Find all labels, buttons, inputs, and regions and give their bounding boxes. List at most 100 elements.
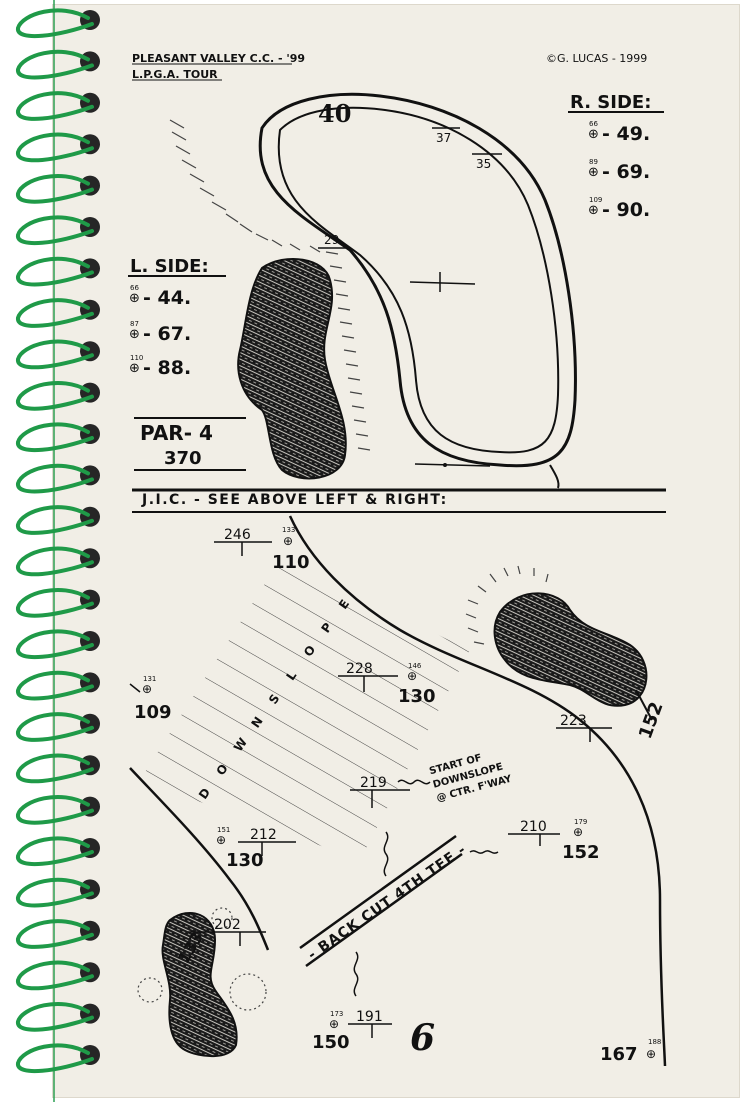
- binding-coil: [16, 215, 94, 246]
- binding-coil: [16, 505, 94, 535]
- yardage-130b: 130: [226, 850, 264, 871]
- sprinkler-icon: ⊕: [129, 291, 140, 306]
- tour-name: L.P.G.A. TOUR: [132, 68, 218, 81]
- svg-text:188: 188: [648, 1038, 661, 1046]
- svg-text:- 90.: - 90.: [602, 199, 650, 221]
- green-mark-29: 29: [324, 233, 339, 247]
- svg-text:87: 87: [130, 320, 139, 328]
- yardage-210: 210: [520, 819, 547, 835]
- sprinkler-icon: ⊕: [588, 127, 599, 142]
- right-side-title: R. SIDE:: [570, 92, 651, 113]
- downslope-area: [140, 560, 470, 860]
- svg-text:151: 151: [217, 826, 230, 834]
- par-label: PAR- 4: [140, 421, 213, 445]
- fairway-left-edge: [129, 767, 270, 951]
- binding-coil: [16, 588, 94, 618]
- jic-note: J.I.C. - SEE ABOVE LEFT & RIGHT:: [141, 492, 448, 508]
- binding-coil: [16, 132, 94, 163]
- binding-coil: [16, 339, 94, 370]
- yardage-109: 109: [134, 702, 172, 723]
- yardage-219: 219: [360, 775, 387, 791]
- sprinkler-icon: ⊕: [329, 1017, 339, 1031]
- green: [258, 92, 577, 489]
- svg-text:146: 146: [408, 662, 422, 670]
- sprinkler-icon: ⊕: [588, 165, 599, 180]
- binding-coil: [16, 795, 94, 825]
- green-mark-37: 37: [436, 131, 451, 145]
- binding-coil: [16, 174, 94, 204]
- sprinkler-icon: ⊕: [573, 825, 583, 839]
- sprinkler-icon: ⊕: [142, 682, 152, 696]
- sprinkler-icon: ⊕: [129, 361, 140, 376]
- binding-coil: [16, 712, 94, 742]
- green-depth: 40: [318, 99, 351, 128]
- sprinkler-icon: ⊕: [407, 669, 417, 683]
- yardage-191: 191: [356, 1009, 383, 1025]
- yardage-212: 212: [250, 827, 277, 843]
- svg-text:133: 133: [282, 526, 295, 534]
- yardage-167: 167: [600, 1044, 638, 1065]
- binding-coil: [16, 422, 94, 453]
- svg-text:110: 110: [130, 354, 143, 362]
- sprinkler-icon: ⊕: [283, 534, 293, 548]
- left-side-title: L. SIDE:: [130, 256, 209, 277]
- course-name: PLEASANT VALLEY C.C. - '99: [132, 52, 305, 65]
- binding-coil: [16, 463, 94, 494]
- right-side-list: 66 ⊕ - 49. 89 ⊕ - 69. 109 ⊕ - 90.: [588, 120, 650, 221]
- yardage-markers: [188, 541, 612, 1038]
- binding-coil: [16, 1002, 94, 1032]
- yardage-152b: 152: [562, 842, 600, 863]
- start-of-downslope-note: START OF DOWNSLOPE @ CTR. F'WAY: [428, 753, 513, 805]
- binding-coil: [16, 919, 94, 949]
- spiral-binding: [16, 0, 100, 1102]
- svg-text:- 88.: - 88.: [143, 357, 191, 379]
- copyright-text: ©G. LUCAS - 1999: [546, 52, 647, 65]
- binding-coil: [16, 381, 94, 411]
- binding-coil: [16, 836, 94, 867]
- binding-coil: [16, 546, 94, 577]
- svg-text:66: 66: [589, 120, 598, 128]
- binding-coil: [16, 1043, 94, 1074]
- left-side-list: 66 ⊕ - 44. 87 ⊕ - 67. 110 ⊕ - 88.: [129, 284, 191, 379]
- back-cut-tee: - BACK CUT 4TH TEE -: [299, 831, 499, 997]
- svg-text:- 69.: - 69.: [602, 161, 650, 183]
- sprinkler-icon: ⊕: [216, 833, 226, 847]
- svg-text:89: 89: [589, 158, 598, 166]
- sprinkler-icon: ⊕: [646, 1047, 656, 1061]
- svg-text:- 44.: - 44.: [143, 287, 191, 309]
- trees-right: [493, 592, 648, 707]
- yardage-223: 223: [560, 713, 587, 729]
- svg-text:131: 131: [143, 675, 156, 683]
- rough-hatching-right: [465, 565, 549, 645]
- yardage-150: 150: [312, 1032, 350, 1053]
- binding-coil: [16, 256, 94, 287]
- yardage-numbers: 246 133 ⊕ 110 228 146 ⊕ 130 131 ⊕ 109 21…: [129, 526, 668, 1065]
- binding-coil: [16, 629, 94, 660]
- sprinkler-icon: ⊕: [588, 203, 599, 218]
- binding-coil: [16, 8, 94, 39]
- binding-coil: [16, 670, 94, 701]
- svg-text:173: 173: [330, 1010, 343, 1018]
- shrub-circles: [137, 907, 267, 1011]
- svg-text:109: 109: [589, 196, 602, 204]
- svg-text:- 49.: - 49.: [602, 123, 650, 145]
- binding-coil: [16, 753, 94, 784]
- sprinkler-icon: ⊕: [129, 327, 140, 342]
- binding-coil: [16, 49, 94, 80]
- binding-coil: [16, 960, 94, 991]
- yardage-202: 202: [214, 917, 241, 933]
- notebook-paper: [52, 4, 740, 1098]
- binding-coil: [16, 91, 94, 121]
- binding-coil: [16, 877, 94, 908]
- hole-number: 6: [410, 1017, 435, 1059]
- trees-left-of-green: [237, 257, 347, 480]
- hole-length: 370: [164, 448, 202, 469]
- rough-hatching: [169, 119, 371, 451]
- binding-coil: [16, 298, 94, 328]
- yardage-152a: 152: [635, 699, 668, 741]
- yardage-228: 228: [346, 661, 373, 677]
- trees-bottom-left: [161, 911, 238, 1058]
- svg-text:179: 179: [574, 818, 587, 826]
